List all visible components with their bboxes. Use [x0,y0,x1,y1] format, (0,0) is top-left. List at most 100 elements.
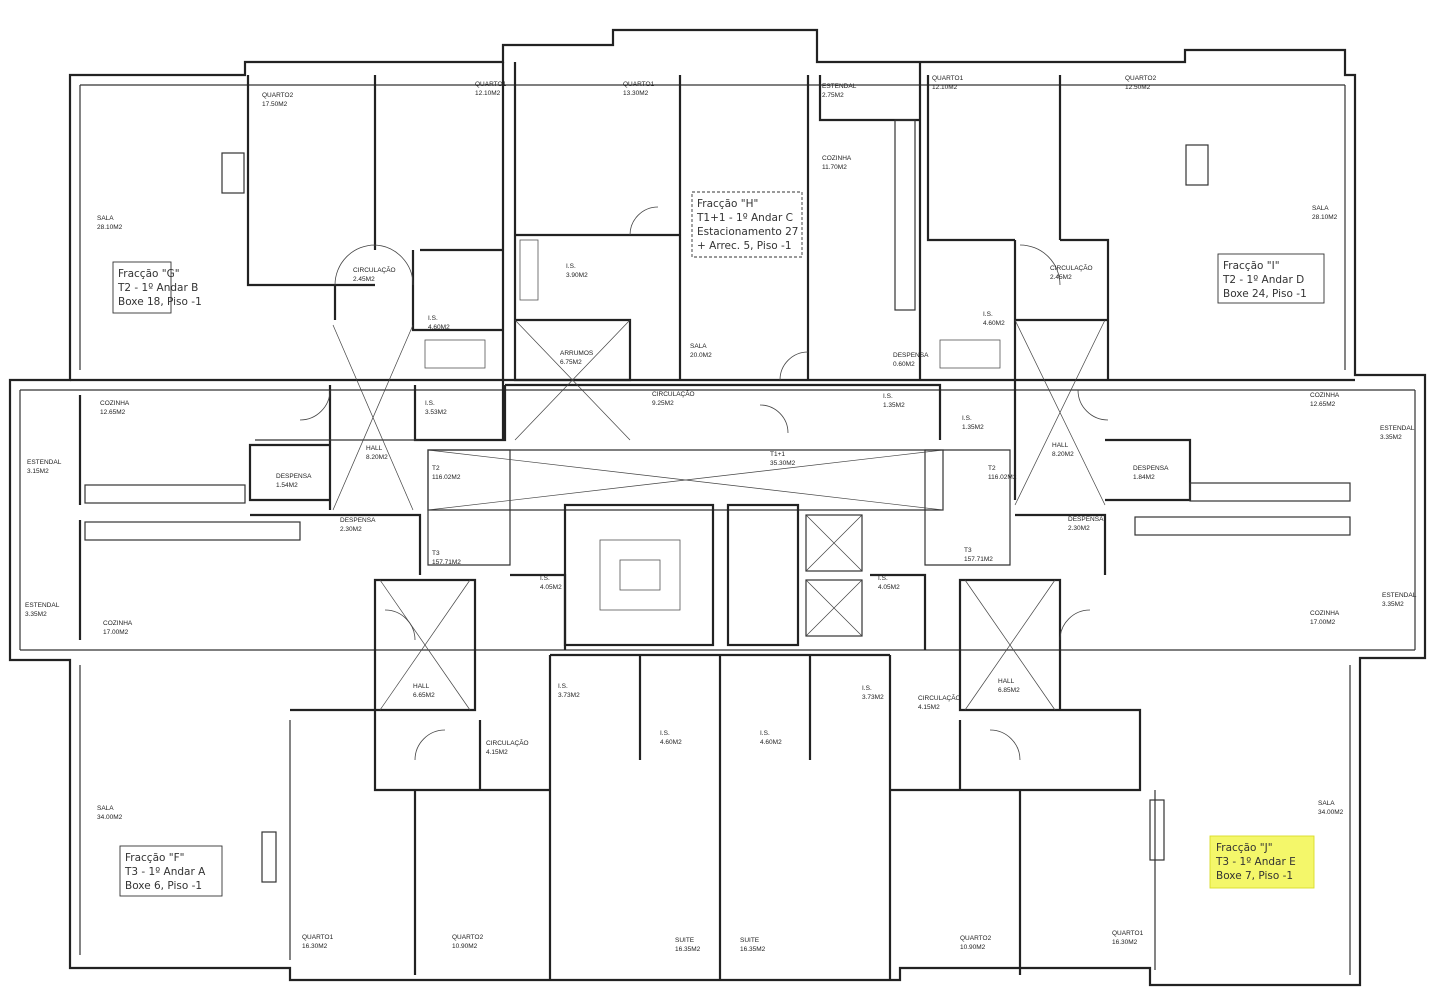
room-label: I.S. 4.60M2 [983,311,1005,327]
room-label: T2 116.02M2 [988,465,1017,481]
room-label: I.S.4.05M2 [540,575,562,591]
room-label: DESPENSA 1.54M2 [276,473,312,489]
room-area: 3.35M2 [25,611,47,618]
room-area: 16.30M2 [1112,939,1138,946]
doors [299,206,1109,761]
room-name: QUARTO1 [623,81,655,88]
room-name: I.S. [428,315,438,322]
room-area: 3.35M2 [1380,434,1402,441]
room-area: 12.50M2 [1125,84,1151,91]
fixtures [84,119,1351,883]
room-area: 10.90M2 [960,944,986,951]
room-name: I.S. [558,683,568,690]
room-area: 4.15M2 [486,749,508,756]
room-name: ARRUMOS [560,350,594,357]
room-name: T3 [432,550,440,557]
unit-i-type: T2 - 1º Andar D [1222,274,1304,286]
room-label: I.S.4.60M2 [428,315,450,331]
room-label: I.S.3.73M2 [862,685,884,701]
room-area: 4.60M2 [760,739,782,746]
room-name: QUARTO2 [262,92,294,99]
room-area: 10.90M2 [452,943,478,950]
unit-g-title: Fracção "G" [118,268,180,280]
room-name: HALL [366,445,383,452]
room-area: 3.90M2 [566,272,588,279]
room-label: I.S. 4.60M2 [660,730,682,746]
room-name: I.S. [862,685,872,692]
room-name: DESPENSA [1133,465,1169,472]
room-label: ESTENDAL 3.35M2 [25,602,60,618]
room-name: COZINHA [103,620,133,627]
room-name: I.S. [983,311,993,318]
room-area: 2.30M2 [1068,525,1090,532]
room-name: DESPENSA [340,517,376,524]
room-label: I.S.4.60M2 [760,730,782,746]
room-area: 116.02M2 [988,474,1017,481]
room-name: T2 [988,465,996,472]
room-label: T1+135.30M2 [770,451,796,467]
room-name: I.S. [660,730,670,737]
room-area: 4.60M2 [983,320,1005,327]
room-label: I.S. 4.05M2 [878,575,900,591]
central-core [427,449,1011,647]
room-name: ESTENDAL [1382,592,1417,599]
room-area: 157.71M2 [964,556,993,563]
room-name: I.S. [566,263,576,270]
room-area: 12.10M2 [932,84,958,91]
room-name: HALL [998,678,1015,685]
unit-label-f: Fracção "F" T3 - 1º Andar A Boxe 6, Piso… [119,845,223,897]
room-area: 8.20M2 [1052,451,1074,458]
room-area: 35.30M2 [770,460,796,467]
room-area: 4.60M2 [660,739,682,746]
room-label: DESPENSA 1.84M2 [1133,465,1169,481]
room-label: I.S. 3.90M2 [566,263,588,279]
unit-j-title: Fracção "J" [1216,842,1273,854]
unit-label-i: Fracção "I" T2 - 1º Andar D Boxe 24, Pis… [1217,253,1325,304]
room-name: QUARTO1 [302,934,334,941]
building-footprint [8,28,1427,987]
room-name: HALL [413,683,430,690]
room-name: DESPENSA [276,473,312,480]
room-area: 9.25M2 [652,400,674,407]
room-name: SALA [97,215,114,222]
room-name: I.S. [878,575,888,582]
elevator-2 [805,579,863,637]
room-area: 2.45M2 [353,276,375,283]
unit-h-title: Fracção "H" [697,198,758,210]
room-name: QUARTO1 [475,81,507,88]
room-area: 1.84M2 [1133,474,1155,481]
room-area: 1.54M2 [276,482,298,489]
room-name: ESTENDAL [25,602,60,609]
room-area: 28.10M2 [1312,214,1338,221]
room-name: COZINHA [1310,610,1340,617]
room-name: HALL [1052,442,1069,449]
room-area: 3.35M2 [1382,601,1404,608]
room-name: CIRCULAÇÃO [918,693,961,702]
room-label: I.S.1.35M2 [883,393,905,409]
room-area: 4.05M2 [878,584,900,591]
unit-g-parking: Boxe 18, Piso -1 [118,296,202,308]
room-area: 12.10M2 [475,90,501,97]
unit-f-parking: Boxe 6, Piso -1 [125,880,202,892]
